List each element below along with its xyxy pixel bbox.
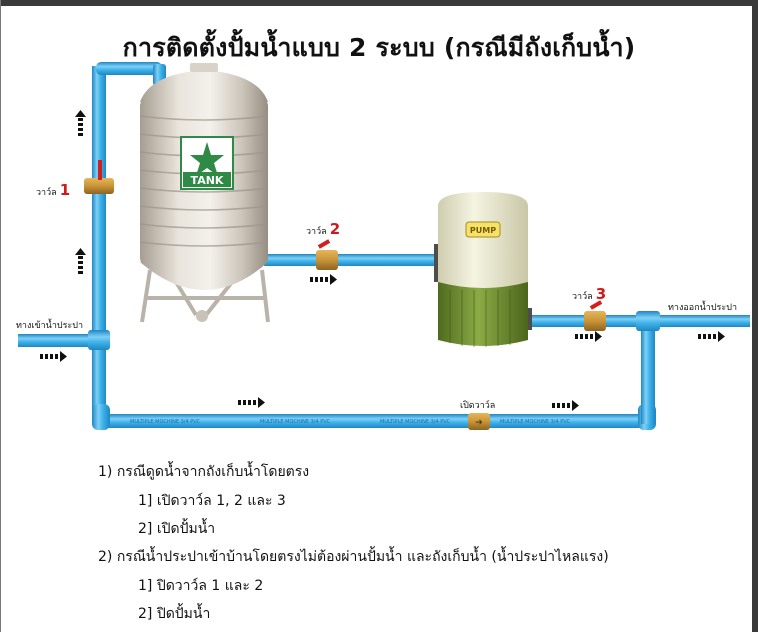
tank-cone [140, 262, 268, 290]
tank-drain [196, 310, 208, 322]
pump-base [438, 276, 528, 346]
flow-arrow-5 [575, 331, 602, 342]
bypass-pipe [96, 414, 652, 428]
valve-3-number: 3 [595, 285, 607, 303]
star-icon [190, 142, 224, 176]
water-pump: PUMP [434, 192, 532, 347]
valve-2-body [316, 250, 338, 270]
outlet-riser [641, 320, 655, 424]
pipe-network: MULTIPLE MOCHINE 3/4 PVC MULTIPLE MOCHIN… [18, 62, 750, 430]
bypass-valve-label: เปิดวาว์ล [460, 401, 496, 411]
valve-3-label-text: วาว์ล [572, 292, 593, 302]
bypass-valve-arrow-icon: ➔ [475, 418, 483, 428]
tank-inlet-pipe [96, 62, 162, 75]
valve-1-body [84, 178, 114, 194]
valve-3-body [584, 311, 606, 331]
inlet-pipe [18, 334, 100, 347]
flow-arrow-3 [552, 400, 579, 411]
tank-dome [140, 70, 268, 102]
pump-body [438, 192, 528, 288]
tank-label: TANK [191, 174, 224, 187]
valve-1-label-text: วาว์ล [36, 188, 57, 198]
pump-base-ribs [449, 290, 511, 347]
outlet-label: ทางออกน้ำประปา [668, 303, 737, 313]
water-tank: TANK [139, 63, 270, 323]
flow-arrow-7 [75, 110, 86, 136]
pump-badge [465, 221, 501, 238]
tank-logo-band [183, 172, 231, 187]
tank-lid [190, 63, 218, 72]
valve-1-handle[interactable] [98, 160, 102, 180]
bypass-valve[interactable]: ➔ [468, 413, 490, 430]
pipe-print-3: MULTIPLE MOCHINE 3/4 PVC [380, 419, 451, 425]
inlet-tee [88, 330, 110, 350]
page-title: การติดตั้งปั้มน้ำแบบ 2 ระบบ (กรณีมีถังเก… [122, 33, 636, 62]
valve-1-number: 1 [59, 181, 71, 199]
riser-pipe [92, 66, 106, 424]
pipe-print-1: MULTIPLE MOCHINE 3/4 PVC [130, 419, 201, 425]
valve-2[interactable] [316, 239, 338, 270]
inlet-label: ทางเข้าน้ำประปา [16, 321, 84, 331]
flow-arrows [40, 110, 725, 411]
valve-2-handle[interactable] [317, 239, 331, 249]
pump-label: PUMP [470, 226, 496, 235]
flow-arrow-1 [40, 351, 67, 362]
pipe-print-4: MULTIPLE MOCHINE 3/4 PVC [500, 419, 571, 425]
valve-1[interactable] [84, 160, 114, 194]
valve-3[interactable] [584, 300, 606, 331]
bypass-valve-body [468, 413, 490, 430]
valve-2-label-text: วาว์ล [306, 227, 327, 237]
outlet-tee [636, 311, 660, 331]
valve-2-number: 2 [329, 220, 341, 238]
tank-to-pump-pipe [264, 254, 440, 266]
flow-arrow-2 [238, 397, 265, 408]
flow-arrow-6 [698, 331, 725, 342]
frame-right-border [752, 0, 758, 632]
flow-arrow-4 [310, 274, 337, 285]
pipe-print-2: MULTIPLE MOCHINE 3/4 PVC [260, 419, 331, 425]
bypass-elbow-left [92, 404, 110, 430]
valve-3-handle[interactable] [589, 300, 603, 310]
flow-arrow-8 [75, 248, 86, 274]
frame-top-border [0, 0, 758, 6]
frame-left-border [0, 0, 1, 632]
